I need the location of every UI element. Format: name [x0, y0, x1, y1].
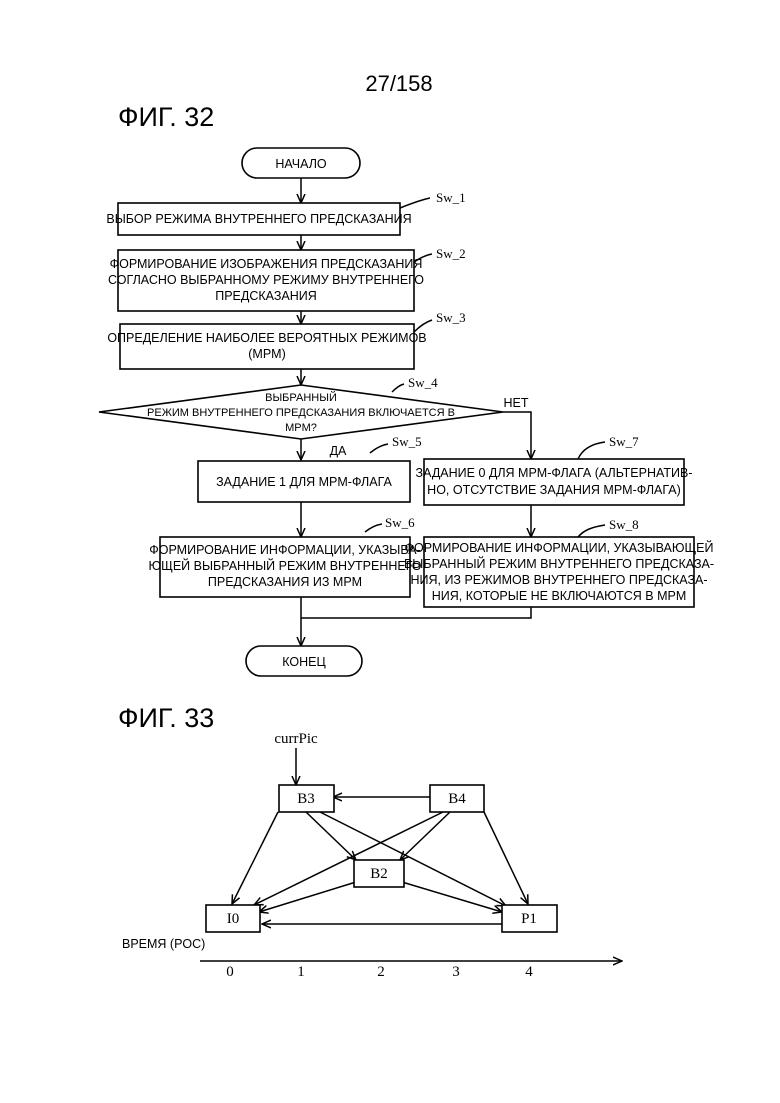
sw5-text: ЗАДАНИЕ 1 ДЛЯ MPM-ФЛАГА [216, 475, 392, 489]
edge-b3-b2 [306, 812, 356, 860]
sw1-text: ВЫБОР РЕЖИМА ВНУТРЕННЕГО ПРЕДСКАЗАНИЯ [106, 212, 411, 226]
sw7-text-2: НО, ОТСУТСТВИЕ ЗАДАНИЯ MPM-ФЛАГА) [427, 483, 681, 497]
step-sw6: ФОРМИРОВАНИЕ ИНФОРМАЦИИ, УКАЗЫВА- ЮЩЕЙ В… [148, 515, 421, 597]
sw5-id: Sw_5 [392, 434, 422, 449]
node-i0-label: I0 [227, 911, 240, 927]
edge-b3-i0 [232, 812, 278, 904]
leader-line [370, 444, 388, 453]
sw8-text-3: НИЯ, ИЗ РЕЖИМОВ ВНУТРЕННЕГО ПРЕДСКАЗА- [410, 573, 707, 587]
tick-1: 1 [297, 964, 305, 980]
sw7-id: Sw_7 [609, 434, 639, 449]
node-b4-label: B4 [448, 791, 466, 807]
sw2-text-2: СОГЛАСНО ВЫБРАННОМУ РЕЖИМУ ВНУТРЕННЕГО [108, 273, 424, 287]
node-b2-label: B2 [370, 866, 388, 882]
sw4-id: Sw_4 [408, 375, 438, 390]
sw4-text-1: ВЫБРАННЫЙ [265, 391, 337, 404]
start-label: НАЧАЛО [275, 157, 327, 171]
leader-line [578, 442, 605, 459]
node-b2: B2 [354, 860, 404, 887]
sw4-text-3: MPM? [285, 422, 317, 434]
sw2-text-3: ПРЕДСКАЗАНИЯ [215, 289, 317, 303]
end-label: КОНЕЦ [282, 655, 326, 669]
sw2-id: Sw_2 [436, 246, 466, 261]
step-sw8: ФОРМИРОВАНИЕ ИНФОРМАЦИИ, УКАЗЫВАЮЩЕЙ ВЫБ… [404, 517, 714, 607]
node-b3: B3 [279, 785, 334, 812]
step-sw3: ОПРЕДЕЛЕНИЕ НАИБОЛЕЕ ВЕРОЯТНЫХ РЕЖИМОВ (… [107, 310, 465, 369]
no-label: НЕТ [504, 396, 529, 410]
node-p1: P1 [502, 905, 557, 932]
sw3-text-2: (MPM) [248, 347, 286, 361]
merge-line [301, 607, 531, 618]
leader-line [400, 198, 430, 208]
sw1-id: Sw_1 [436, 190, 466, 205]
tick-3: 3 [452, 964, 460, 980]
sw6-id: Sw_6 [385, 515, 415, 530]
sw8-id: Sw_8 [609, 517, 639, 532]
sw4-text-2: РЕЖИМ ВНУТРЕННЕГО ПРЕДСКАЗАНИЯ ВКЛЮЧАЕТС… [147, 407, 455, 419]
step-sw2: ФОРМИРОВАНИЕ ИЗОБРАЖЕНИЯ ПРЕДСКАЗАНИЯ СО… [108, 246, 466, 311]
step-sw7: ЗАДАНИЕ 0 ДЛЯ MPM-ФЛАГА (АЛЬТЕРНАТИВ- НО… [416, 434, 693, 505]
start-terminator: НАЧАЛО [242, 148, 360, 178]
sw3-text-1: ОПРЕДЕЛЕНИЕ НАИБОЛЕЕ ВЕРОЯТНЫХ РЕЖИМОВ [107, 331, 426, 345]
node-b3-label: B3 [297, 791, 315, 807]
step-sw5: ЗАДАНИЕ 1 ДЛЯ MPM-ФЛАГА Sw_5 [198, 434, 422, 502]
fig32-title: ФИГ. 32 [118, 102, 214, 132]
decision-sw4: ВЫБРАННЫЙ РЕЖИМ ВНУТРЕННЕГО ПРЕДСКАЗАНИЯ… [99, 375, 503, 439]
yes-label: ДА [330, 444, 347, 458]
sw7-text-1: ЗАДАНИЕ 0 ДЛЯ MPM-ФЛАГА (АЛЬТЕРНАТИВ- [416, 466, 693, 480]
node-p1-label: P1 [521, 911, 537, 927]
currpic-label: currPic [274, 731, 318, 747]
sw6-text-3: ПРЕДСКАЗАНИЯ ИЗ MPM [208, 575, 362, 589]
sw2-text-1: ФОРМИРОВАНИЕ ИЗОБРАЖЕНИЯ ПРЕДСКАЗАНИЯ [110, 257, 423, 271]
tick-2: 2 [377, 964, 385, 980]
tick-4: 4 [525, 964, 533, 980]
sw3-id: Sw_3 [436, 310, 466, 325]
end-terminator: КОНЕЦ [246, 646, 362, 676]
node-b4: B4 [430, 785, 484, 812]
sw8-text-2: ВЫБРАННЫЙ РЕЖИМ ВНУТРЕННЕГО ПРЕДСКАЗА- [404, 556, 714, 571]
leader-line [365, 524, 382, 532]
leader-line [578, 525, 605, 537]
fig33-title: ФИГ. 33 [118, 703, 214, 733]
node-i0: I0 [206, 905, 260, 932]
sw8-text-1: ФОРМИРОВАНИЕ ИНФОРМАЦИИ, УКАЗЫВАЮЩЕЙ [405, 540, 714, 555]
tick-0: 0 [226, 964, 234, 980]
edge-b4-p1 [484, 812, 528, 904]
edge-b4-b2 [400, 812, 450, 860]
step-sw1: ВЫБОР РЕЖИМА ВНУТРЕННЕГО ПРЕДСКАЗАНИЯ Sw… [106, 190, 465, 235]
edge-b2-i0 [259, 882, 356, 912]
no-arrow [503, 412, 531, 459]
leader-line [392, 384, 404, 392]
page-number: 27/158 [365, 71, 432, 96]
sw8-text-4: НИЯ, КОТОРЫЕ НЕ ВКЛЮЧАЮТСЯ В MPM [432, 589, 686, 603]
time-axis-label: ВРЕМЯ (POC) [122, 937, 205, 951]
sw6-text-1: ФОРМИРОВАНИЕ ИНФОРМАЦИИ, УКАЗЫВА- [149, 543, 421, 557]
sw6-text-2: ЮЩЕЙ ВЫБРАННЫЙ РЕЖИМ ВНУТРЕННЕГО [148, 558, 421, 573]
